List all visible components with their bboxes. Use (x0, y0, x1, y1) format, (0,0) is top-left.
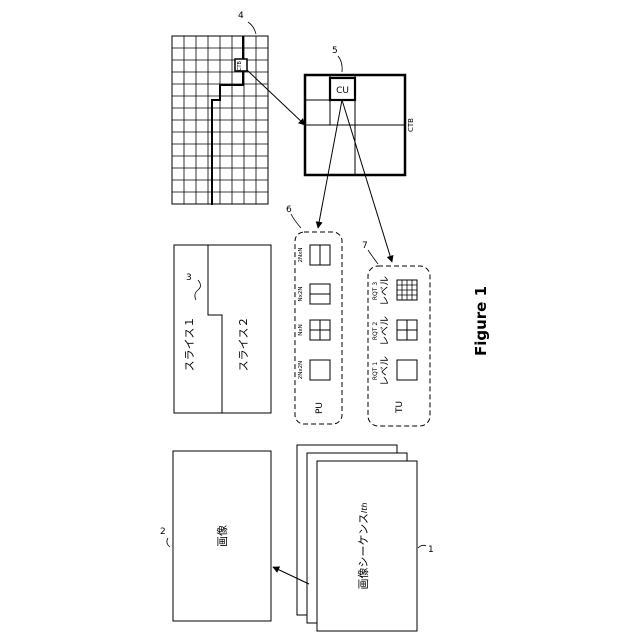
ctb-label: CTB (407, 118, 415, 132)
slice-1-label: スライス１ (183, 317, 196, 372)
pu-partition-label: 2Nx2N (298, 361, 304, 379)
ref-2-leader (167, 538, 170, 547)
ref-4: 4 (238, 11, 244, 21)
ref-3: 3 (186, 273, 192, 283)
tu-level-top: RQT 1 (372, 362, 379, 380)
ref-6: 6 (286, 205, 292, 215)
sequence-label-suffix: Ith (360, 502, 369, 513)
pu-partition-label: NxN (298, 324, 304, 335)
sequence-label-main: 画像シーケンス (357, 513, 370, 589)
ref-7-leader (368, 250, 378, 264)
ctb-grid (172, 36, 268, 204)
ref-5-leader (338, 56, 342, 72)
cu-label: CU (336, 86, 349, 96)
tu-level-top: RQT 3 (372, 282, 379, 300)
slice-2-label: スライス２ (237, 317, 250, 372)
sequence-label: 画像シーケンスIth (357, 502, 370, 589)
pu-partition-label: Nx2N (298, 287, 304, 302)
ref-2: 2 (160, 527, 166, 537)
pu-label: PU (315, 402, 325, 414)
pu-2nx2n-icon (310, 360, 330, 380)
figure-caption: Figure 1 (472, 286, 490, 356)
ref-5: 5 (332, 46, 338, 56)
highlighted-ctb-label: CTB (237, 60, 243, 71)
tu-level-bottom: レベル (379, 316, 391, 346)
tu-label: TU (395, 401, 405, 414)
ref-1: 1 (428, 545, 434, 555)
ref-4-leader (248, 22, 256, 34)
image-label: 画像 (216, 525, 229, 547)
ref-1-leader (418, 545, 426, 548)
tu-level-top: RQT 2 (372, 322, 379, 340)
tu-level-bottom: レベル (379, 356, 391, 386)
ref-6-leader (291, 214, 301, 228)
tu-level-bottom: レベル (379, 276, 391, 306)
ref-7: 7 (362, 241, 368, 251)
tu-rqt1-icon (397, 360, 417, 380)
pu-partition-label: 2NxN (298, 248, 304, 263)
